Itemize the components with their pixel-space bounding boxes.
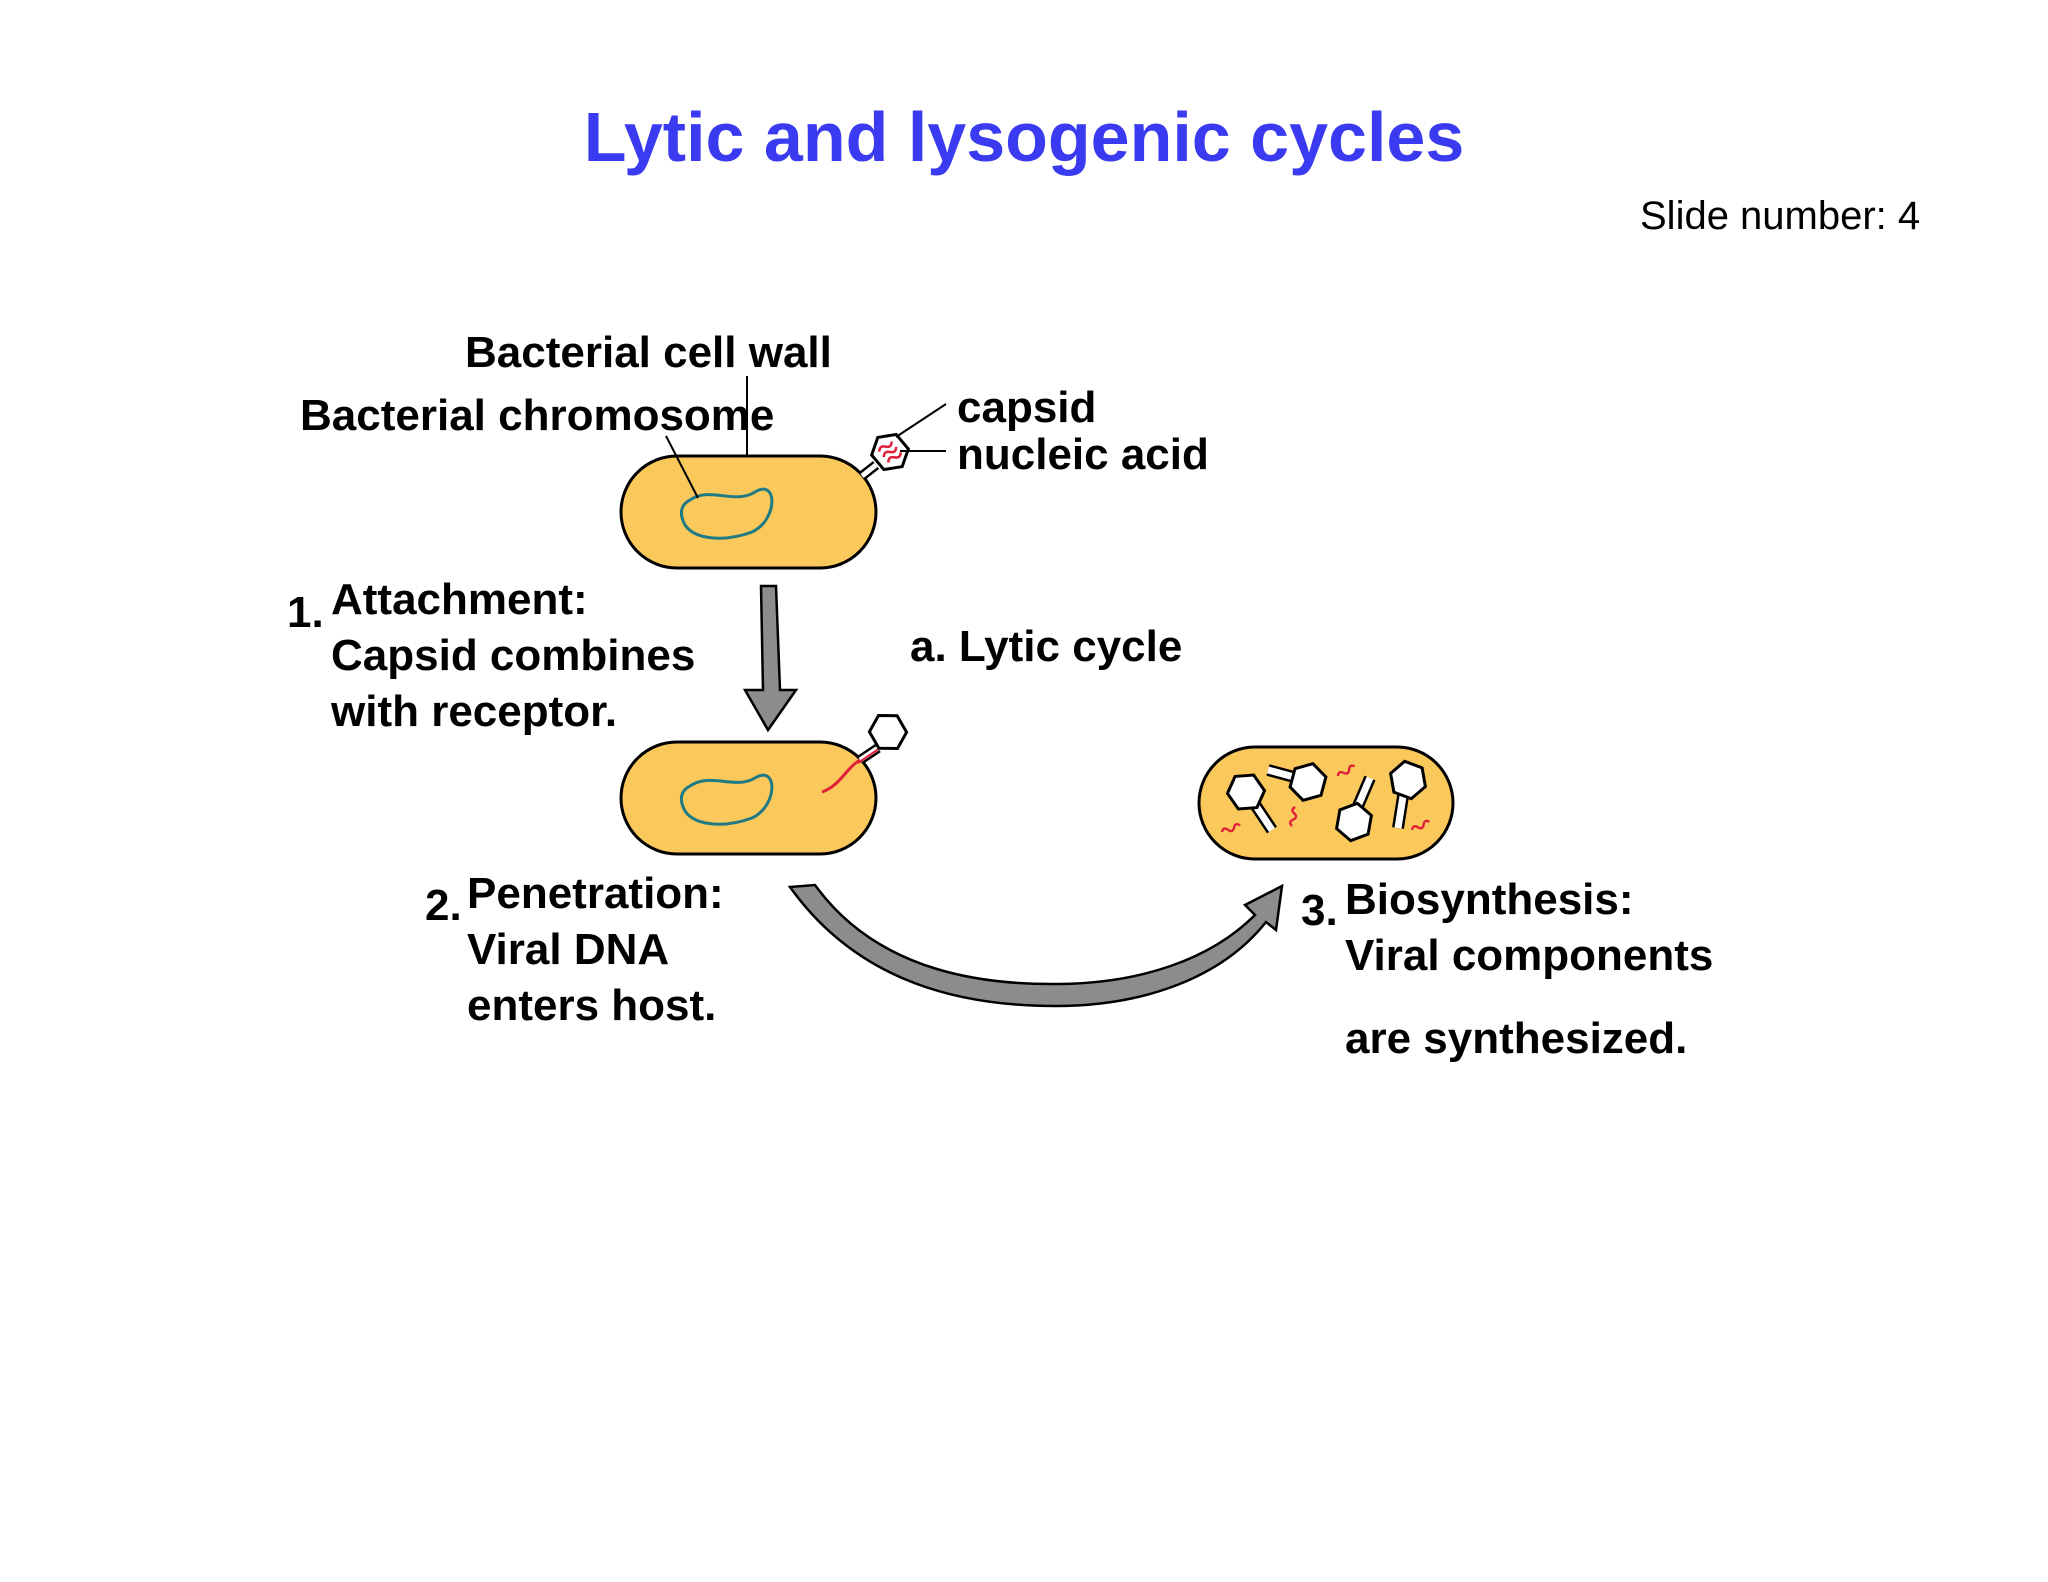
step-2-title: Penetration: <box>467 869 724 918</box>
page-title: Lytic and lysogenic cycles <box>583 98 1465 176</box>
bacterial-chromosome-2 <box>679 773 774 826</box>
viral-dna-injected <box>821 758 861 794</box>
chromosome-label: Bacterial chromosome <box>300 391 775 440</box>
new-phage-3 <box>1333 775 1376 845</box>
step-2-text: Penetration: Viral DNA enters host. <box>467 866 724 1034</box>
step-1-line-2: with receptor. <box>331 687 618 736</box>
slide-number: Slide number: 4 <box>1640 194 1921 238</box>
bacteriophage-attached <box>858 425 916 480</box>
curved-arrow <box>787 883 1284 1008</box>
new-phage-4 <box>1387 757 1429 829</box>
new-phage-2 <box>1266 758 1330 806</box>
step-1-number: 1. <box>287 588 324 637</box>
step-3-line-1: Viral components <box>1345 931 1714 980</box>
new-phage-1 <box>1220 765 1277 834</box>
capsid-label: capsid <box>957 383 1097 432</box>
bacterial-cell-1 <box>619 454 878 570</box>
step-3-number: 3. <box>1301 886 1338 935</box>
bacteriophage-empty <box>857 706 913 765</box>
step-2-line-1: Viral DNA <box>467 925 670 974</box>
lytic-cycle-label: a. Lytic cycle <box>910 622 1183 671</box>
bacterial-chromosome-1 <box>679 487 774 540</box>
step-2-number: 2. <box>425 881 462 930</box>
step-1-text: Attachment: Capsid combines with recepto… <box>331 572 695 740</box>
capsid-leader <box>895 403 947 438</box>
step-1-line-1: Capsid combines <box>331 631 696 680</box>
cell-wall-label: Bacterial cell wall <box>465 328 832 377</box>
bacterial-cell-3 <box>1197 745 1455 861</box>
bacterial-cell-2 <box>619 740 878 856</box>
nucleic-acid-label: nucleic acid <box>957 430 1209 479</box>
step-3-title: Biosynthesis: <box>1345 875 1634 924</box>
step-3-line-2: are synthesized. <box>1345 1014 1688 1063</box>
down-arrow <box>742 584 799 733</box>
step-1-title: Attachment: <box>331 575 588 624</box>
step-2-line-2: enters host. <box>467 981 717 1030</box>
chromosome-leader <box>665 435 699 499</box>
